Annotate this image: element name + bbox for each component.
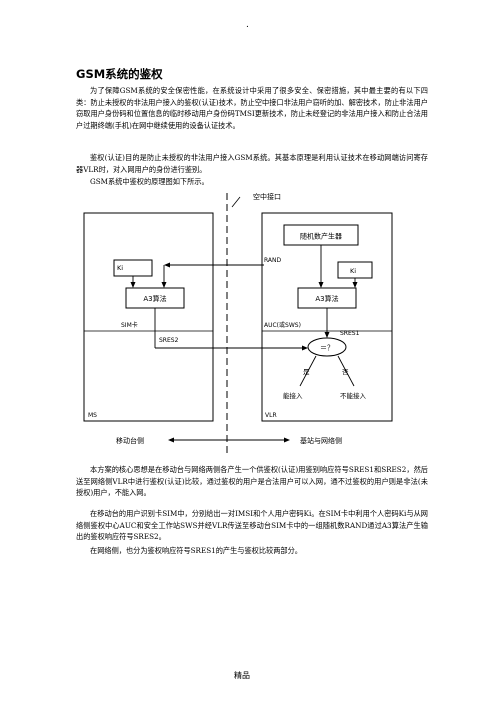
no-access-label: 不能接入 — [340, 391, 367, 400]
sides-left-arrowhead — [168, 437, 174, 443]
network-side-label: 基站与网络侧 — [300, 436, 342, 445]
auc-label: AUC(或SWS) — [264, 321, 301, 329]
rand-arrowhead — [164, 262, 170, 268]
ms-box — [83, 212, 214, 422]
a3-right-label: A3算法 — [315, 294, 338, 303]
air-interface-label: 空中接口 — [253, 192, 281, 201]
footer-label: 精品 — [234, 671, 250, 680]
rng-label: 随机数产生器 — [300, 232, 342, 241]
paragraph-purpose: 鉴权(认证)目的是防止未授权的非法用户接入GSM系统。其基本原理是利用认证技术在… — [76, 153, 428, 174]
ms-label: MS — [88, 412, 97, 419]
paragraph-mobile-side: 在移动台的用户识别卡SIM中，分别给出一对IMSI和个人用户密码Ki。在SIM卡… — [76, 509, 428, 542]
mobile-side-label: 移动台侧 — [116, 436, 144, 445]
paragraph-intro: 为了保障GSM系统的安全保密性能，在系统设计中采用了很多安全、保密措施，其中最主… — [76, 86, 428, 130]
rng-to-a3-arrowhead — [318, 282, 324, 288]
ki-right-arrowhead — [352, 282, 358, 288]
sides-right-arrowhead — [284, 437, 290, 443]
sres1-label: SRES1 — [340, 330, 360, 337]
authentication-diagram: 空中接口 MS SIM卡 VLR AUC(或SWS) 随机数产生器 RAND K… — [83, 192, 393, 456]
no-branch-line — [337, 355, 355, 387]
page-title: GSM系统的鉴权 — [76, 67, 163, 81]
ki-left-arrowhead — [130, 282, 136, 288]
no-label: 否 — [342, 368, 349, 376]
ki-left-label: Ki — [117, 264, 123, 272]
paragraph-network-side: 在网络侧，也分为鉴权响应符号SRES1的产生与鉴权比较两部分。 — [90, 546, 302, 555]
a3-left-label: A3算法 — [143, 294, 166, 303]
paragraph-diagram-intro: GSM系统中鉴权的原理图如下所示。 — [90, 177, 209, 186]
header-mark: . — [246, 20, 249, 30]
yes-branch-line — [299, 355, 317, 387]
sres2-arrowhead — [302, 345, 308, 351]
compare-node — [307, 337, 347, 357]
vlr-box — [261, 212, 393, 422]
rand-down-arrowhead — [161, 282, 167, 288]
sim-label: SIM卡 — [121, 321, 138, 329]
paragraph-core-idea: 本方案的核心思想是在移动台与网络两侧各产生一个供鉴权(认证)用鉴别响应符号SRE… — [76, 465, 428, 498]
yes-label: 是 — [303, 368, 310, 376]
air-interface-pointer — [231, 196, 241, 208]
ki-right-label: Ki — [350, 267, 356, 275]
sres2-label: SRES2 — [159, 337, 179, 344]
rand-label: RAND — [264, 257, 282, 264]
access-label: 能接入 — [283, 391, 303, 400]
compare-label: ＝？ — [320, 344, 334, 352]
vlr-label: VLR — [265, 412, 277, 419]
sres1-arrowhead — [324, 332, 330, 338]
